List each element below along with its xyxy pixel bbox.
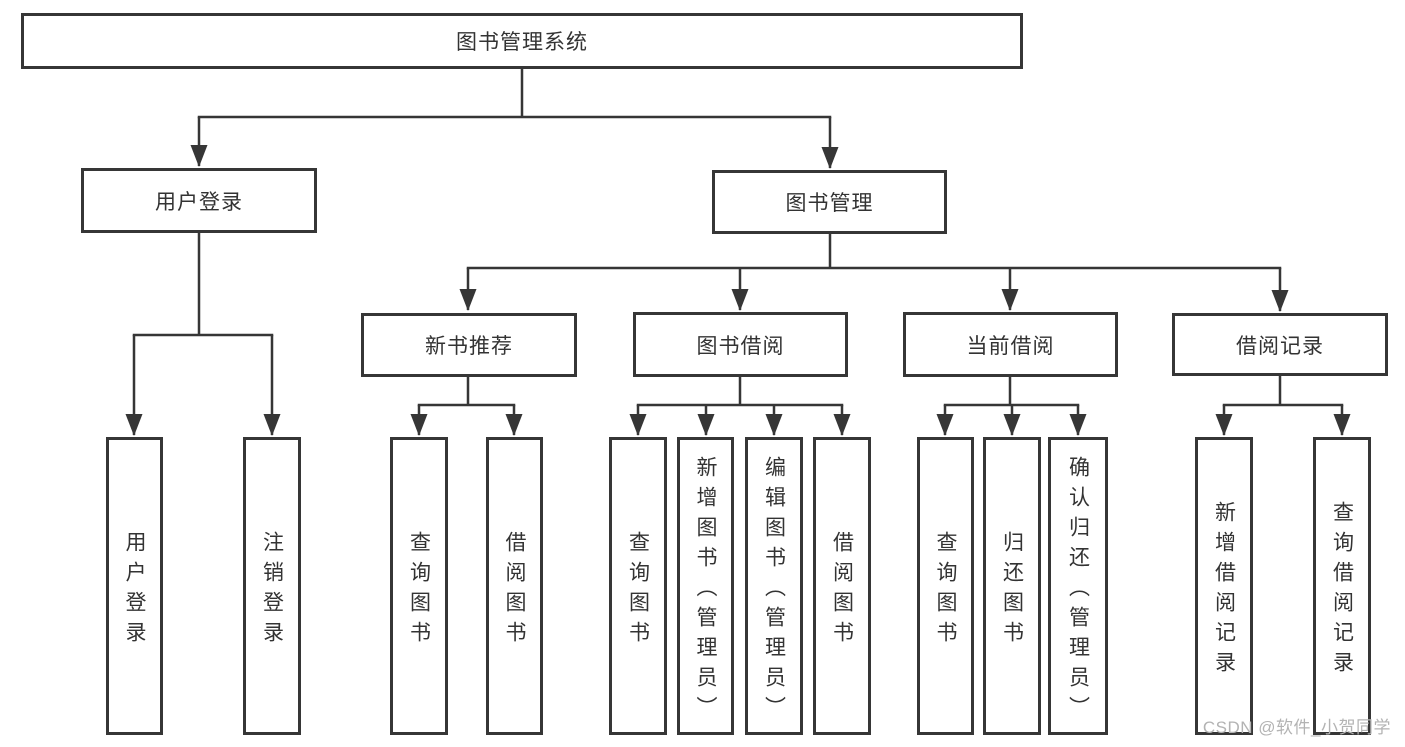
leaf-return-books-label: 归还图书	[1000, 530, 1024, 651]
node-borrow-records-label: 借阅记录	[1236, 334, 1324, 358]
leaf-add-borrow-record: 新增借阅记录	[1195, 437, 1253, 735]
node-borrow-records: 借阅记录	[1172, 313, 1388, 376]
leaf-query-books-borrow-label: 查询图书	[626, 530, 650, 651]
leaf-query-borrow-record: 查询借阅记录	[1313, 437, 1371, 735]
leaf-query-books-current: 查询图书	[917, 437, 974, 735]
leaf-query-borrow-record-label: 查询借阅记录	[1330, 500, 1354, 681]
node-book-management-label: 图书管理	[785, 192, 874, 215]
leaf-add-books-admin-label: 新增图书（管理员）	[694, 455, 717, 726]
leaf-borrow-books-recommend: 借阅图书	[486, 437, 543, 735]
leaf-logout-label: 注销登录	[260, 530, 284, 651]
node-current-borrow: 当前借阅	[903, 312, 1118, 377]
node-root-label: 图书管理系统	[456, 31, 588, 54]
leaf-borrow-books-label: 借阅图书	[830, 530, 854, 651]
node-user-login-label: 用户登录	[155, 190, 243, 214]
connector-trunks	[132, 67, 1344, 407]
leaf-query-books-current-label: 查询图书	[934, 530, 957, 651]
leaf-query-books-recommend: 查询图书	[390, 437, 448, 735]
leaf-return-books: 归还图书	[983, 437, 1041, 735]
leaf-query-books-recommend-label: 查询图书	[407, 530, 431, 651]
leaf-add-books-admin: 新增图书（管理员）	[677, 437, 734, 735]
node-book-management: 图书管理	[712, 170, 947, 234]
leaf-confirm-return-admin-label: 确认归还（管理员）	[1066, 455, 1090, 726]
leaf-borrow-books: 借阅图书	[813, 437, 871, 735]
node-book-borrow: 图书借阅	[633, 312, 848, 377]
leaf-query-books-borrow: 查询图书	[609, 437, 667, 735]
leaf-user-login: 用户登录	[106, 437, 163, 735]
leaf-confirm-return-admin: 确认归还（管理员）	[1048, 437, 1108, 735]
node-new-book-recommend: 新书推荐	[361, 313, 577, 377]
node-book-borrow-label: 图书借阅	[696, 334, 785, 358]
node-root: 图书管理系统	[21, 13, 1023, 69]
node-user-login: 用户登录	[81, 168, 317, 233]
leaf-edit-books-admin: 编辑图书（管理员）	[745, 437, 803, 735]
leaf-edit-books-admin-label: 编辑图书（管理员）	[762, 455, 786, 726]
node-new-book-recommend-label: 新书推荐	[425, 335, 513, 358]
node-current-borrow-label: 当前借阅	[966, 334, 1055, 358]
leaf-borrow-books-recommend-label: 借阅图书	[503, 530, 526, 651]
leaf-user-login-label: 用户登录	[123, 530, 146, 651]
leaf-logout: 注销登录	[243, 437, 301, 735]
csdn-watermark: CSDN @软件_小贺同学	[1202, 718, 1391, 737]
leaf-add-borrow-record-label: 新增借阅记录	[1212, 500, 1236, 681]
